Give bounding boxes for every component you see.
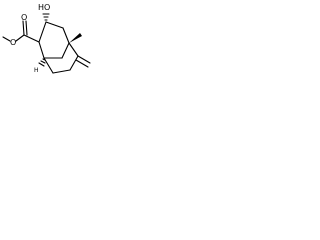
ester-oxygen-label: O — [10, 38, 16, 47]
methylene-bond-1 — [77, 55, 91, 64]
bond-c4-ester — [23, 34, 40, 43]
bond-c1-c2 — [69, 55, 79, 71]
bond-c7a-c1 — [68, 42, 79, 57]
methyl-wedge-bond — [69, 33, 82, 43]
bond-c6-c7 — [61, 42, 70, 59]
bond-c3-c3a — [43, 57, 54, 74]
cyclopentane-ring — [43, 42, 79, 74]
carbonyl-oxygen-label: O — [21, 13, 27, 22]
ester-carbonyl-2 — [25, 20, 28, 36]
hash-1 — [42, 58, 46, 61]
exocyclic-methylene — [75, 55, 91, 68]
bond-c2-c3 — [52, 69, 71, 74]
hydroxyl-hash — [42, 13, 50, 21]
methylene-bond-2 — [75, 59, 89, 68]
bond-c8-c3a — [38, 41, 45, 59]
ester-o-bond — [15, 34, 25, 42]
hash-3 — [38, 62, 45, 67]
cyclohexane-ring — [38, 21, 70, 59]
methoxy-bond — [2, 36, 11, 42]
bond-c3a-c4 — [38, 21, 47, 43]
ester-carbonyl-1 — [22, 20, 25, 36]
ring-fusion-h-hash — [38, 58, 46, 67]
bond-c5-c6 — [62, 27, 70, 44]
ester-group — [2, 20, 40, 43]
hash-2 — [40, 60, 46, 64]
bond-c4-c5 — [45, 21, 64, 29]
hydroxyl-label: HO — [38, 3, 50, 12]
ring-fusion-h-label: H — [34, 67, 39, 74]
chemical-structure-diagram: H HO O O — [2, 3, 91, 74]
